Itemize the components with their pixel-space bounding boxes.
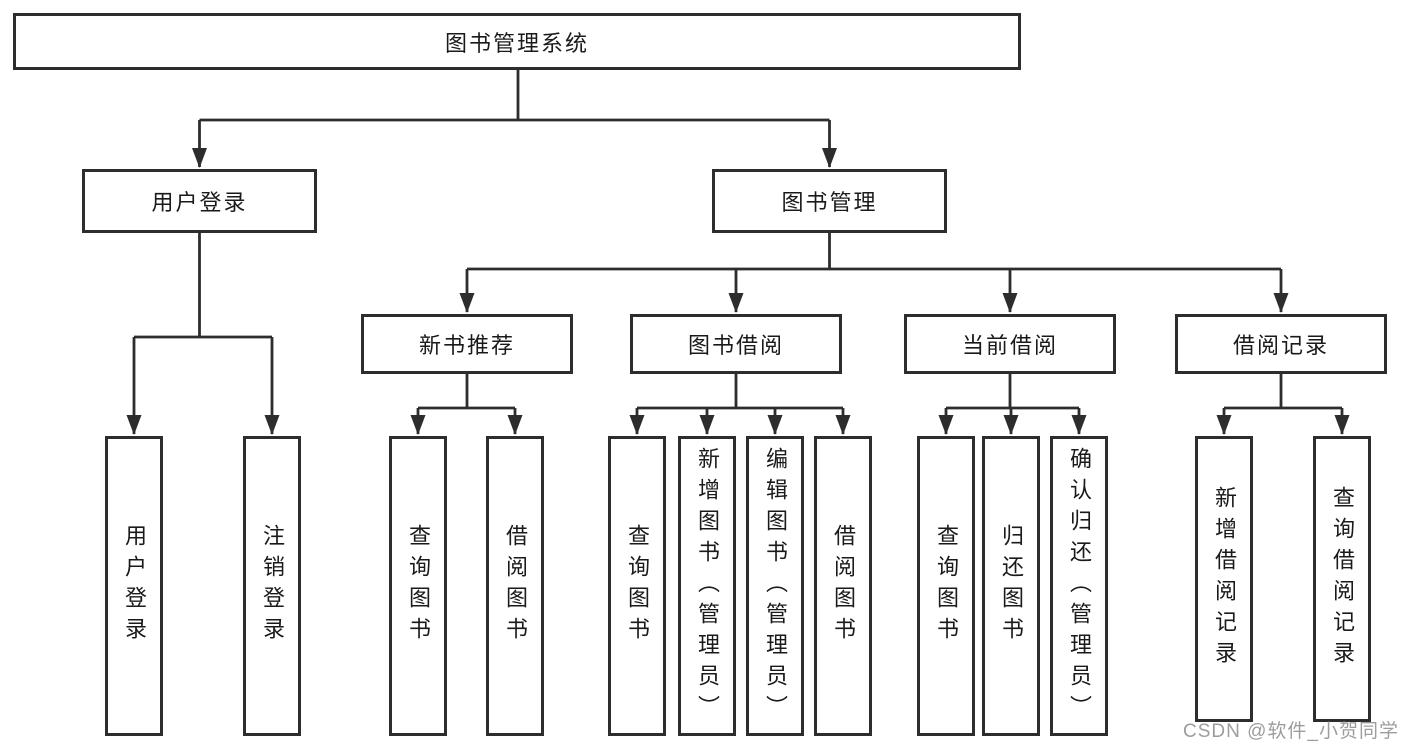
node-book-borrowing: 图书借阅 — [630, 314, 842, 374]
leaf-query-books-current: 查询图书 — [917, 436, 975, 736]
leaf-user-login: 用户登录 — [105, 436, 163, 736]
node-user-login: 用户登录 — [82, 169, 317, 233]
node-book-borrowing-label: 图书借阅 — [687, 333, 784, 358]
connector-new-rec-children — [410, 374, 523, 435]
leaf-query-books-current-label: 查询图书 — [934, 524, 959, 648]
leaf-logout-login-label: 注销登录 — [260, 524, 285, 648]
node-current-borrowing: 当前借阅 — [904, 314, 1116, 374]
node-user-login-label: 用户登录 — [151, 190, 248, 215]
leaf-logout-login: 注销登录 — [243, 436, 301, 736]
leaf-edit-books-admin-label: 编辑图书（管理员） — [763, 446, 788, 726]
connector-root-to-level2 — [192, 70, 837, 168]
leaf-return-books: 归还图书 — [982, 436, 1040, 736]
node-library-management-system-label: 图书管理系统 — [444, 30, 589, 56]
node-borrowing-records: 借阅记录 — [1175, 314, 1387, 374]
node-new-book-recommendation: 新书推荐 — [361, 314, 573, 374]
leaf-add-books-admin-label: 新增图书（管理员） — [695, 446, 720, 726]
node-book-management: 图书管理 — [712, 169, 947, 233]
connector-user-login-children — [126, 233, 280, 435]
leaf-return-books-label: 归还图书 — [999, 524, 1024, 648]
leaf-add-borrow-record: 新增借阅记录 — [1195, 436, 1253, 722]
leaf-user-login-label: 用户登录 — [122, 524, 147, 648]
leaf-edit-books-admin: 编辑图书（管理员） — [746, 436, 804, 736]
leaf-query-books-borrowing: 查询图书 — [608, 436, 666, 736]
node-current-borrowing-label: 当前借阅 — [961, 333, 1058, 358]
node-book-management-label: 图书管理 — [781, 190, 878, 215]
connector-book-borrow-children — [629, 374, 851, 435]
leaf-confirm-return-admin: 确认归还（管理员） — [1050, 436, 1108, 736]
leaf-query-borrow-record-label: 查询借阅记录 — [1330, 486, 1355, 672]
connector-cur-borrow-children — [938, 374, 1087, 435]
csdn-watermark: CSDN @软件_小贺同学 — [1183, 721, 1399, 742]
leaf-confirm-return-admin-label: 确认归还（管理员） — [1067, 446, 1092, 726]
leaf-add-books-admin: 新增图书（管理员） — [678, 436, 736, 736]
connector-borrow-rec-children — [1216, 374, 1350, 435]
node-borrowing-records-label: 借阅记录 — [1232, 333, 1329, 358]
leaf-borrow-books: 借阅图书 — [814, 436, 872, 736]
leaf-borrow-books-recommend: 借阅图书 — [486, 436, 544, 736]
connector-book-mgmt-children — [459, 233, 1289, 313]
leaf-borrow-books-label: 借阅图书 — [831, 524, 856, 648]
leaf-borrow-books-recommend-label: 借阅图书 — [503, 524, 528, 648]
leaf-query-books-recommend-label: 查询图书 — [406, 524, 431, 648]
leaf-add-borrow-record-label: 新增借阅记录 — [1212, 486, 1237, 672]
node-new-book-recommendation-label: 新书推荐 — [418, 333, 515, 358]
leaf-query-books-recommend: 查询图书 — [389, 436, 447, 736]
leaf-query-borrow-record: 查询借阅记录 — [1313, 436, 1371, 722]
node-library-management-system: 图书管理系统 — [13, 13, 1021, 70]
leaf-query-books-borrowing-label: 查询图书 — [625, 524, 650, 648]
